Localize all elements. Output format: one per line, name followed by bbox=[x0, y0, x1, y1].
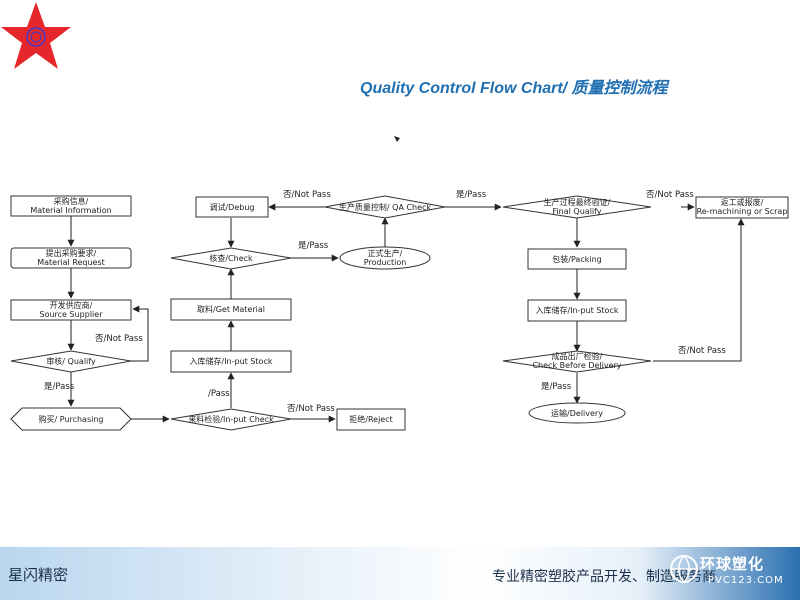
svg-text:提出采购要求/: 提出采购要求/ bbox=[46, 248, 97, 258]
company-logo bbox=[1, 2, 71, 69]
edge-label: 是/Pass bbox=[541, 382, 572, 392]
footer-slogan: 专业精密塑胶产品开发、制造服务商 bbox=[492, 569, 716, 585]
svg-text:入库储存/In-put Stock: 入库储存/In-put Stock bbox=[190, 356, 273, 366]
svg-text:Re-machining or Scrap: Re-machining or Scrap bbox=[697, 207, 788, 216]
node-final-qualify: 生产过程最终验证/ Final Qualify bbox=[502, 195, 652, 219]
node-input-stock-left: 入库储存/In-put Stock bbox=[170, 350, 292, 373]
svg-text:取料/Get Material: 取料/Get Material bbox=[197, 304, 265, 314]
svg-text:Production: Production bbox=[364, 258, 407, 267]
connectors bbox=[67, 203, 745, 423]
edge-label: 是/Pass bbox=[456, 190, 487, 200]
watermark-cn: 环球塑化 bbox=[700, 555, 765, 573]
cursor-icon bbox=[394, 136, 400, 142]
node-qa-check: 生产质量控制/ QA Check bbox=[324, 195, 446, 219]
node-debug: 调试/Debug bbox=[195, 196, 269, 218]
svg-text:正式生产/: 正式生产/ bbox=[368, 248, 403, 258]
svg-text:生产过程最终验证/: 生产过程最终验证/ bbox=[544, 197, 611, 207]
globe-icon bbox=[670, 555, 698, 583]
node-check-before-delivery: 成品出厂检验/ Check Before Delivery bbox=[502, 350, 652, 373]
svg-text:审核/ Qualify: 审核/ Qualify bbox=[46, 356, 96, 366]
node-input-check: 来料检验/In-put Check bbox=[170, 408, 292, 431]
node-purchasing: 购买/ Purchasing bbox=[10, 407, 132, 431]
svg-text:运输/Delivery: 运输/Delivery bbox=[551, 408, 603, 418]
svg-text:入库储存/In-put Stock: 入库储存/In-put Stock bbox=[536, 305, 619, 315]
svg-text:成品出厂检验/: 成品出厂检验/ bbox=[552, 351, 603, 361]
svg-text:Source Supplier: Source Supplier bbox=[40, 310, 104, 319]
edge-label: 否/Not Pass bbox=[95, 334, 143, 344]
node-check: 核查/Check bbox=[170, 247, 292, 270]
page-title: Quality Control Flow Chart/ 质量控制流程 bbox=[360, 80, 668, 97]
svg-text:Check Before Delivery: Check Before Delivery bbox=[532, 361, 621, 370]
node-qualify: 审核/ Qualify bbox=[10, 350, 132, 373]
svg-text:返工或报废/: 返工或报废/ bbox=[721, 197, 764, 207]
node-rework: 返工或报废/ Re-machining or Scrap bbox=[695, 196, 789, 219]
node-production: 正式生产/ Production bbox=[339, 246, 431, 270]
node-delivery: 运输/Delivery bbox=[528, 402, 626, 424]
footer-company-name: 星闪精密 bbox=[8, 566, 69, 584]
node-input-stock-right: 入库储存/In-put Stock bbox=[527, 299, 627, 322]
edge-label: 是/Pass bbox=[44, 382, 75, 392]
svg-text:采购信息/: 采购信息/ bbox=[54, 196, 89, 206]
flowchart: 采购信息/ Material Information 提出采购要求/ Mater… bbox=[10, 136, 789, 431]
svg-text:Material Information: Material Information bbox=[30, 206, 111, 215]
svg-text:Material Request: Material Request bbox=[37, 258, 105, 267]
svg-text:Final Qualify: Final Qualify bbox=[552, 207, 601, 216]
node-material-information: 采购信息/ Material Information bbox=[10, 195, 132, 217]
svg-text:拒绝/Reject: 拒绝/Reject bbox=[349, 414, 393, 424]
svg-text:生产质量控制/ QA Check: 生产质量控制/ QA Check bbox=[339, 202, 432, 212]
edge-label: /Pass bbox=[208, 389, 230, 399]
svg-text:包装/Packing: 包装/Packing bbox=[552, 254, 601, 264]
edge-label: 否/Not Pass bbox=[646, 190, 694, 200]
edge-label: 否/Not Pass bbox=[287, 404, 335, 414]
svg-text:来料检验/In-put Check: 来料检验/In-put Check bbox=[188, 414, 274, 424]
edge-label: 否/Not Pass bbox=[283, 190, 331, 200]
footer-bar: 星闪精密 专业精密塑胶产品开发、制造服务商 bbox=[0, 547, 800, 600]
node-material-request: 提出采购要求/ Material Request bbox=[10, 247, 132, 269]
svg-text:核查/Check: 核查/Check bbox=[209, 253, 253, 263]
edge-label: 否/Not Pass bbox=[678, 346, 726, 356]
edge-label: 是/Pass bbox=[298, 241, 329, 251]
node-get-material: 取料/Get Material bbox=[170, 298, 292, 321]
svg-text:调试/Debug: 调试/Debug bbox=[209, 202, 254, 212]
watermark-en: PVC123.COM bbox=[708, 575, 784, 586]
edge-labels: 否/Not Pass 是/Pass /Pass 否/Not Pass 是/Pas… bbox=[44, 190, 726, 414]
node-reject: 拒绝/Reject bbox=[336, 408, 406, 431]
svg-text:购买/ Purchasing: 购买/ Purchasing bbox=[38, 414, 103, 424]
node-packing: 包装/Packing bbox=[527, 248, 627, 270]
svg-text:开发供应商/: 开发供应商/ bbox=[50, 300, 93, 310]
star-icon bbox=[1, 2, 71, 69]
node-source-supplier: 开发供应商/ Source Supplier bbox=[10, 299, 132, 321]
